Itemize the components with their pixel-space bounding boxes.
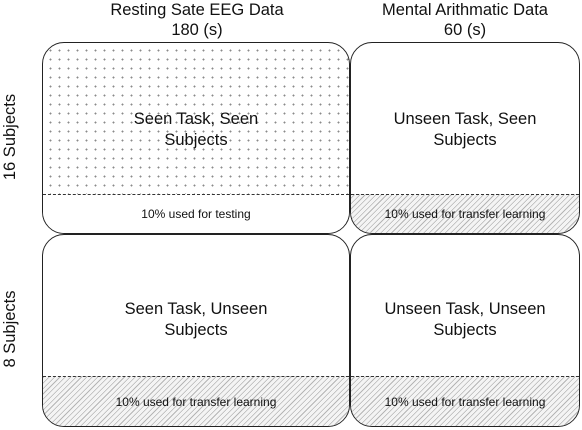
- transfer-learning-strip: 10% used for transfer learning: [43, 376, 349, 426]
- column-header-duration: 180 (s): [171, 21, 223, 39]
- column-header-title: Resting Sate EEG Data: [110, 1, 284, 19]
- row-label-8-subjects: 8 Subjects: [1, 290, 19, 368]
- cell-title: Unseen Task, Unseen Subjects: [351, 299, 579, 341]
- cell-title: Seen Task, Seen Subjects: [43, 109, 349, 151]
- cell-title: Seen Task, Unseen Subjects: [43, 299, 349, 341]
- cell-title-line2: Subjects: [164, 321, 228, 339]
- cell-title-line2: Subjects: [433, 131, 497, 149]
- transfer-learning-strip: 10% used for transfer learning: [351, 376, 579, 426]
- cell-seen-task-unseen-subjects: Seen Task, Unseen Subjects 10% used for …: [42, 234, 350, 427]
- cell-title: Unseen Task, Seen Subjects: [351, 109, 579, 151]
- cell-title-line1: Unseen Task, Seen: [393, 110, 537, 128]
- strip-label: 10% used for testing: [141, 207, 251, 221]
- testing-split-strip: 10% used for testing: [43, 194, 349, 233]
- cell-title-line1: Seen Task, Seen: [133, 110, 259, 128]
- cell-unseen-task-unseen-subjects: Unseen Task, Unseen Subjects 10% used fo…: [350, 234, 580, 427]
- strip-label: 10% used for transfer learning: [115, 394, 277, 409]
- strip-label: 10% used for transfer learning: [384, 394, 546, 409]
- cell-title-line1: Seen Task, Unseen: [124, 300, 268, 318]
- column-header-duration: 60 (s): [443, 21, 487, 39]
- strip-label: 10% used for transfer learning: [384, 207, 546, 221]
- column-header-resting-state: Resting Sate EEG Data 180 (s): [44, 0, 350, 40]
- cell-seen-task-seen-subjects: Seen Task, Seen Subjects 10% used for te…: [42, 42, 350, 234]
- cell-unseen-task-seen-subjects: Unseen Task, Seen Subjects 10% used for …: [350, 42, 580, 234]
- cell-title-line2: Subjects: [433, 321, 497, 339]
- row-label-16-subjects: 16 Subjects: [1, 93, 19, 181]
- cell-title-line1: Unseen Task, Unseen: [384, 300, 546, 318]
- column-header-mental-arithmetic: Mental Arithmatic Data 60 (s): [350, 0, 580, 40]
- transfer-learning-strip: 10% used for transfer learning: [351, 194, 579, 233]
- column-header-title: Mental Arithmatic Data: [382, 1, 548, 19]
- cell-title-line2: Subjects: [164, 131, 228, 149]
